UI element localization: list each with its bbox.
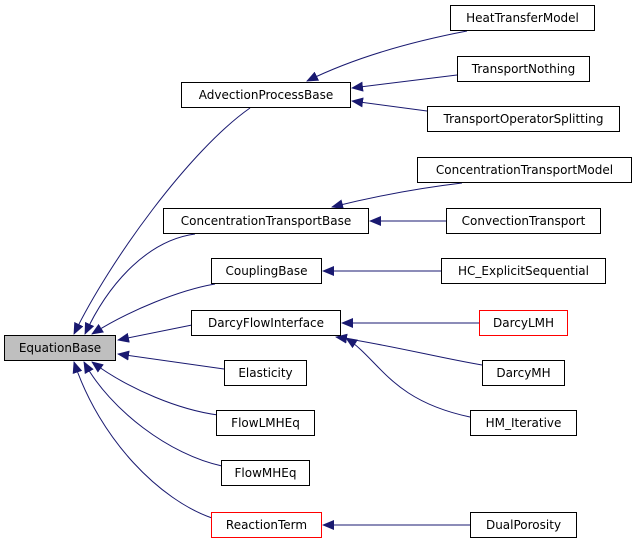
node-convection-transport[interactable]: ConvectionTransport	[446, 208, 601, 234]
edge-flowmheq-to-equation	[83, 361, 223, 467]
node-equation-base[interactable]: EquationBase	[4, 335, 116, 361]
edge-coupling-to-equation	[91, 283, 216, 335]
edge-ctmodel-to-ctbase	[331, 182, 463, 210]
node-concentration-transport-model[interactable]: ConcentrationTransportModel	[417, 157, 632, 183]
node-transport-nothing[interactable]: TransportNothing	[457, 56, 590, 82]
node-coupling-base[interactable]: CouplingBase	[211, 258, 322, 284]
node-concentration-transport-base[interactable]: ConcentrationTransportBase	[163, 208, 369, 234]
edge-flowlmheq-to-equation	[91, 361, 219, 416]
node-elasticity[interactable]: Elasticity	[224, 360, 307, 386]
node-heat-transfer-model[interactable]: HeatTransferModel	[450, 5, 595, 31]
edge-transportnothing-to-advection	[351, 74, 458, 92]
edge-darcyflow-to-equation	[117, 324, 193, 343]
edge-reaction-to-equation	[72, 361, 213, 519]
edge-elasticity-to-equation	[117, 350, 225, 370]
node-darcy-mh[interactable]: DarcyMH	[482, 360, 565, 386]
node-flow-lmh-eq[interactable]: FlowLMHEq	[216, 410, 315, 436]
edge-advection-to-equation	[73, 107, 251, 335]
node-flow-mh-eq[interactable]: FlowMHEq	[221, 460, 310, 486]
node-hc-explicit-sequential[interactable]: HC_ExplicitSequential	[441, 258, 606, 284]
node-dual-porosity[interactable]: DualPorosity	[470, 512, 577, 538]
edge-darcymh-to-darcyflow	[335, 333, 483, 366]
node-reaction-term[interactable]: ReactionTerm	[211, 512, 322, 538]
edge-heat-to-advection	[306, 30, 468, 82]
node-darcy-lmh[interactable]: DarcyLMH	[479, 310, 568, 336]
node-hm-iterative[interactable]: HM_Iterative	[470, 410, 577, 436]
edge-hmiter-to-darcyflow	[345, 337, 471, 418]
node-advection-process-base[interactable]: AdvectionProcessBase	[181, 82, 351, 108]
edge-concbase-to-equation	[84, 233, 196, 335]
edge-tos-to-advection	[351, 97, 428, 112]
node-darcy-flow-interface[interactable]: DarcyFlowInterface	[191, 310, 341, 336]
node-transport-operator-splitting[interactable]: TransportOperatorSplitting	[427, 106, 620, 132]
